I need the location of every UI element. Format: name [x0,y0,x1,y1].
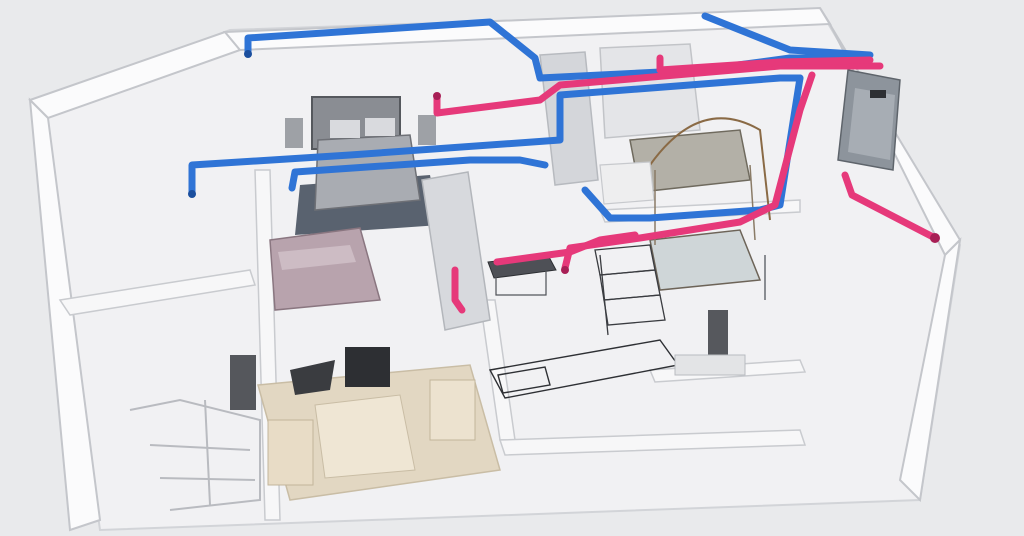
wall-right [898,237,962,503]
partition-left-mid [58,269,256,316]
left-shelving [129,398,261,511]
supply-duct-main [188,74,804,196]
upper-right-bed [629,117,771,221]
exhaust-duct-wardrobe [451,266,466,314]
exhaust-duct-lower [561,71,816,272]
shower-enclosure-icon [649,164,766,300]
exhaust-duct-desk [493,231,639,266]
staircase [594,244,666,336]
exhaust-duct-top [656,54,874,74]
wall-left [28,97,102,532]
dresser [599,161,655,205]
exhaust-duct-upper [433,62,884,117]
supply-duct-top-right [701,12,874,59]
exhaust-ducts [433,54,939,314]
duct-terminals [188,50,940,274]
bathroom-fixtures [674,310,746,376]
exhaust-duct-outlet [841,171,939,242]
interior-walls [58,169,807,521]
living-area [230,347,501,501]
supply-duct-bedroom [288,156,549,192]
guest-bed [269,227,381,311]
wardrobe [421,171,491,331]
partition-front [498,429,807,456]
heat-recovery-unit-icon [837,69,901,171]
